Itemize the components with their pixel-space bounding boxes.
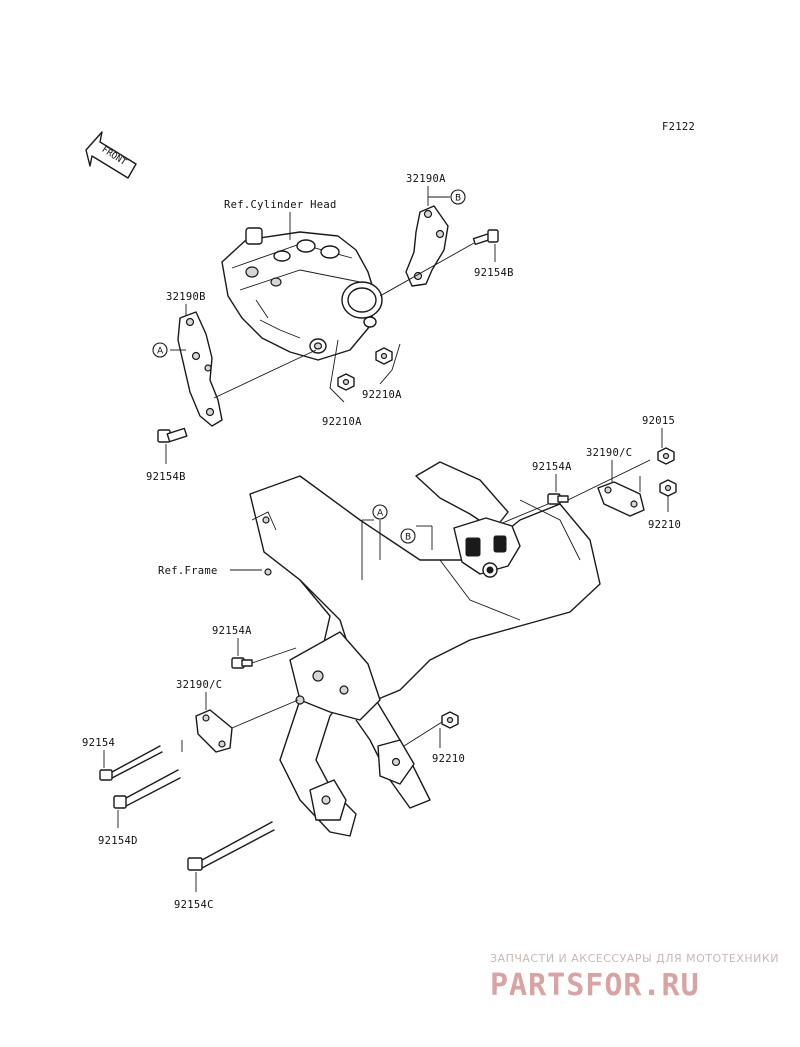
part-label-92210-lower: 92210 — [432, 753, 465, 765]
part-label-92154b-top: 92154B — [474, 267, 514, 279]
bolt-92154b-left — [157, 427, 188, 443]
ref-marker-b-frame — [400, 528, 416, 544]
part-label-92210a-right: 92210A — [362, 389, 402, 401]
watermark-tagline: ЗАПЧАСТИ И АКСЕССУАРЫ ДЛЯ МОТОТЕХНИКИ — [490, 952, 779, 965]
nut-92015 — [657, 447, 675, 465]
bolt-92154a-left — [231, 657, 253, 669]
part-label-92154: 92154 — [82, 737, 115, 749]
bolt-92154d — [113, 769, 181, 809]
part-label-32190a: 32190A — [406, 173, 446, 185]
nut-92210-right — [659, 479, 677, 497]
bolt-92154c — [187, 821, 275, 871]
part-label-92154a-right: 92154A — [532, 461, 572, 473]
bracket-32190c-left — [195, 709, 233, 753]
part-label-92015: 92015 — [642, 415, 675, 427]
front-arrow-icon: FRONT — [85, 131, 137, 179]
ref-marker-a-top-text: A — [157, 347, 164, 357]
part-label-32190c-right: 32190/C — [586, 447, 632, 459]
cylinder-head-illustration — [221, 227, 383, 361]
figure-code: F2122 — [662, 121, 695, 133]
bolt-92154a-right — [547, 493, 569, 505]
ref-marker-b-top — [450, 189, 466, 205]
frame-illustration — [249, 461, 601, 837]
bolt-92154b-top — [472, 229, 499, 246]
bracket-32190c-right — [597, 481, 645, 517]
ref-cylinder-head-label: Ref.Cylinder Head — [224, 199, 337, 211]
part-label-92154b-left: 92154B — [146, 471, 186, 483]
part-label-92154a-left: 92154A — [212, 625, 252, 637]
part-label-92210: 92210 — [648, 519, 681, 531]
bracket-32190a — [405, 205, 449, 287]
nut-92210a-bottom — [337, 373, 355, 391]
ref-marker-b-frame-text: B — [405, 533, 411, 543]
ref-marker-b-top-text: B — [455, 194, 461, 204]
ref-marker-a-frame — [372, 504, 388, 520]
nut-92210a-right — [375, 347, 393, 365]
part-label-92154c: 92154C — [174, 899, 214, 911]
part-label-32190c-left: 32190/C — [176, 679, 222, 691]
watermark-brand: PARTSFOR.RU — [490, 968, 700, 1003]
part-label-32190b: 32190B — [166, 291, 206, 303]
bracket-32190b — [177, 311, 223, 427]
ref-marker-a-frame-text: A — [377, 509, 384, 519]
ref-frame-label: Ref.Frame — [158, 565, 218, 577]
part-label-92154d: 92154D — [98, 835, 138, 847]
bolt-92154 — [99, 745, 163, 781]
ref-marker-a-top — [152, 342, 168, 358]
part-label-92210a-bottom: 92210A — [322, 416, 362, 428]
nut-92210-lower — [441, 711, 459, 729]
